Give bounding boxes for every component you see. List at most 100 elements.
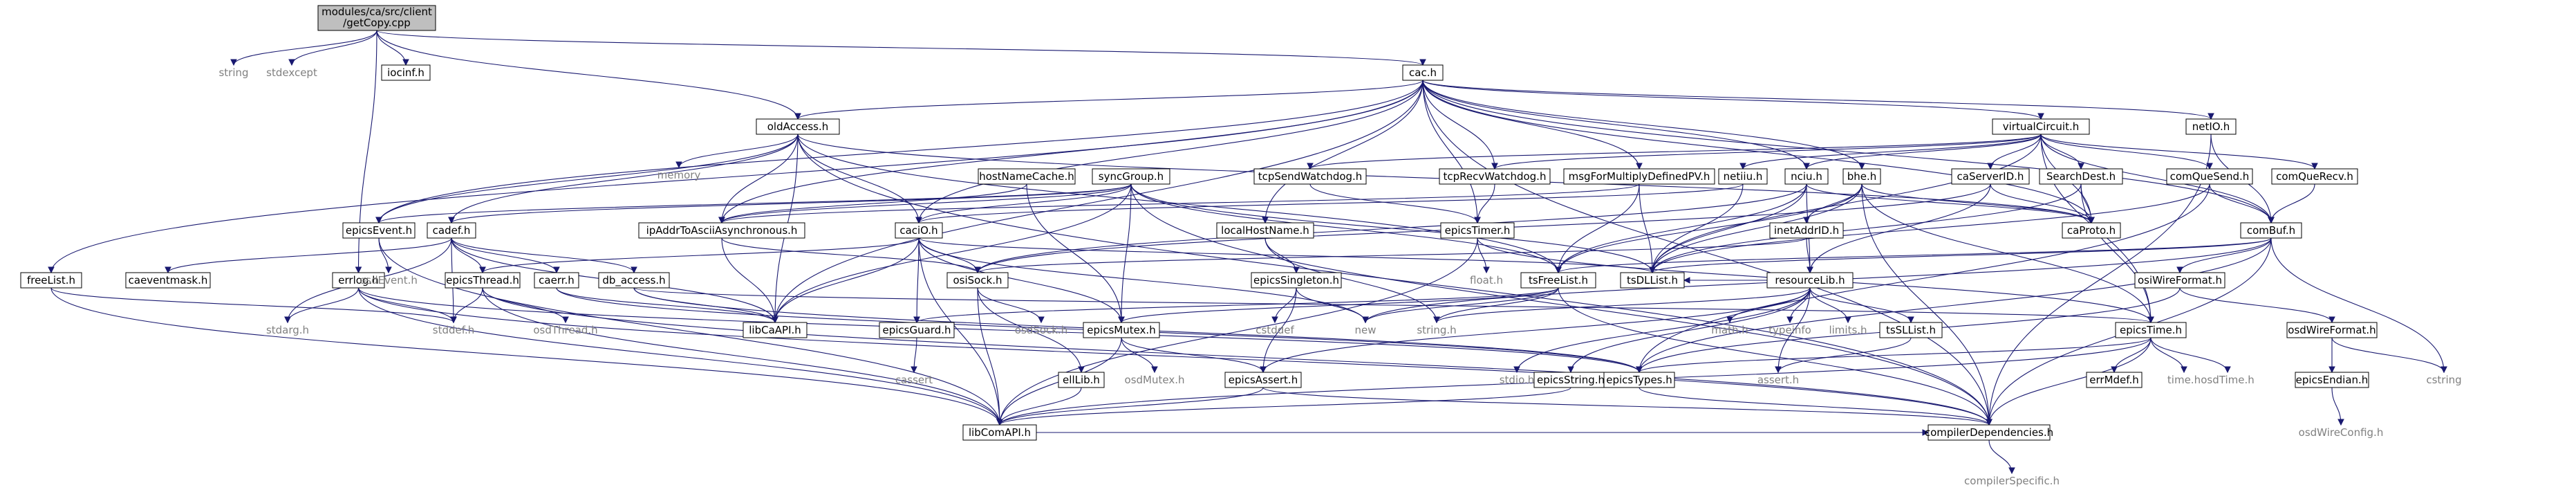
node-caciO[interactable]: caciO.h — [895, 222, 943, 239]
dependency-edge — [1121, 287, 1559, 323]
node-libComAPI[interactable]: libComAPI.h — [962, 424, 1037, 441]
dependency-edge — [916, 237, 920, 323]
node-epicsGuard[interactable]: epicsGuard.h — [879, 322, 955, 338]
dependency-edge — [1262, 287, 1811, 373]
node-label: comQueRecv.h — [2276, 170, 2353, 183]
node-libCaAPI[interactable]: libCaAPI.h — [743, 322, 808, 338]
node-tcpRecvWatchdog[interactable]: tcpRecvWatchdog.h — [1439, 168, 1551, 185]
dependency-edge — [977, 237, 1807, 273]
node-cadef[interactable]: cadef.h — [427, 222, 476, 239]
node-epicsString[interactable]: epicsString.h — [1533, 372, 1608, 388]
dependency-edge — [797, 134, 1990, 426]
node-osdEvent: osdEvent.h — [360, 274, 418, 286]
node-box — [1216, 222, 1314, 239]
node-caeventmask[interactable]: caeventmask.h — [125, 272, 211, 289]
node-label: epicsEndian.h — [2296, 374, 2369, 386]
dependency-edge — [482, 237, 920, 273]
node-comBuf[interactable]: comBuf.h — [2240, 222, 2302, 239]
node-epicsMutex[interactable]: epicsMutex.h — [1083, 322, 1160, 338]
node-tsFreeList[interactable]: tsFreeList.h — [1520, 272, 1596, 289]
dependency-edge — [1436, 287, 1559, 323]
node-box — [20, 272, 82, 289]
node-iocinf[interactable]: iocinf.h — [381, 64, 431, 81]
node-stddef: stddef.h — [433, 324, 474, 336]
node-errMdef[interactable]: errMdef.h — [2086, 372, 2143, 388]
edge-arrowhead — [1271, 316, 1278, 324]
node-localHostName[interactable]: localHostName.h — [1216, 222, 1314, 239]
dependency-edge — [721, 183, 1640, 224]
node-caProto[interactable]: caProto.h — [2062, 222, 2121, 239]
dependency-edge — [1264, 80, 1424, 224]
node-osiSock[interactable]: osiSock.h — [946, 272, 1009, 289]
node-epicsThread[interactable]: epicsThread.h — [445, 272, 521, 289]
dependency-edge — [451, 237, 635, 273]
node-netIO[interactable]: netIO.h — [2185, 118, 2237, 135]
dependency-edge — [233, 30, 377, 66]
node-label: SearchDest.h — [2046, 170, 2116, 183]
node-virtualCircuit[interactable]: virtualCircuit.h — [1992, 118, 2090, 135]
dependency-edge — [721, 237, 978, 273]
node-compilerDependencies[interactable]: compilerDependencies.h — [1925, 424, 2053, 441]
node-osiWireFormat[interactable]: osiWireFormat.h — [2134, 272, 2225, 289]
node-box — [2286, 322, 2378, 338]
node-osdWireFormat[interactable]: osdWireFormat.h — [2286, 322, 2378, 338]
node-netiiu[interactable]: netiiu.h — [1718, 168, 1768, 185]
dependency-edge — [1422, 80, 1990, 426]
node-nciu[interactable]: nciu.h — [1784, 168, 1829, 185]
dependency-edge — [1990, 183, 2092, 224]
node-gAddr[interactable]: ipAddrToAsciiAsynchronous.h — [638, 222, 805, 239]
node-osdThread: osdThread.h — [533, 324, 597, 336]
dependency-edge — [2179, 287, 2333, 323]
node-box — [332, 272, 385, 289]
node-getcopy[interactable]: modules/ca/src/client/getCopy.cpp — [317, 5, 436, 31]
node-oldAccess[interactable]: oldAccess.h — [756, 118, 840, 135]
node-SearchDest[interactable]: SearchDest.h — [2039, 168, 2123, 185]
edge-arrowhead — [48, 266, 55, 274]
node-epicsTypes[interactable]: epicsTypes.h — [1603, 372, 1675, 388]
node-label: resourceLib.h — [1775, 274, 1845, 286]
edge-arrowhead — [1803, 163, 1810, 170]
node-tsSLList[interactable]: tsSLList.h — [1879, 322, 1943, 338]
node-caerr[interactable]: caerr.h — [534, 272, 579, 289]
dependency-edge — [774, 183, 1132, 323]
node-epicsEndian[interactable]: epicsEndian.h — [2295, 372, 2369, 388]
node-freeList[interactable]: freeList.h — [20, 272, 82, 289]
node-epicsTime[interactable]: epicsTime.h — [2115, 322, 2187, 338]
node-hostNameCache[interactable]: hostNameCache.h — [978, 168, 1076, 185]
dependency-edge — [1806, 183, 2092, 224]
node-box — [2185, 118, 2237, 135]
dependency-edge — [2270, 183, 2315, 224]
node-db_access[interactable]: db_access.h — [598, 272, 670, 289]
node-msgForMultiplyDefinedPV[interactable]: msgForMultiplyDefinedPV.h — [1563, 168, 1715, 185]
edge-arrowhead — [1419, 59, 1426, 66]
node-cac[interactable]: cac.h — [1402, 64, 1444, 81]
dependency-edge — [376, 30, 407, 66]
node-osdSock: osdSock.h — [1015, 324, 1067, 336]
edge-arrowhead — [1513, 366, 1520, 374]
node-epicsSingleton[interactable]: epicsSingleton.h — [1251, 272, 1342, 289]
node-comQueRecv[interactable]: comQueRecv.h — [2271, 168, 2358, 185]
node-epicsAssert[interactable]: epicsAssert.h — [1224, 372, 1302, 388]
node-bhe[interactable]: bhe.h — [1842, 168, 1881, 185]
node-epicsEvent[interactable]: epicsEvent.h — [342, 222, 416, 239]
node-label: cadef.h — [433, 224, 471, 237]
node-label: memory — [657, 169, 701, 181]
edge-arrowhead — [1118, 316, 1125, 324]
node-label: epicsThread.h — [446, 274, 519, 286]
node-comQueSend[interactable]: comQueSend.h — [2166, 168, 2253, 185]
edge-arrowhead — [1078, 366, 1085, 374]
node-tsDLList[interactable]: tsDLList.h — [1620, 272, 1685, 289]
node-inetAddrID[interactable]: inetAddrID.h — [1769, 222, 1844, 239]
node-errlog[interactable]: errlog.h — [332, 272, 385, 289]
node-label: epicsEvent.h — [346, 224, 412, 237]
node-ellLib[interactable]: ellLib.h — [1058, 372, 1105, 388]
node-resourceLib[interactable]: resourceLib.h — [1766, 272, 1854, 289]
dependency-edge — [1130, 183, 1990, 426]
node-epicsTimer[interactable]: epicsTimer.h — [1440, 222, 1515, 239]
node-tcpSendWatchdog[interactable]: tcpSendWatchdog.h — [1253, 168, 1367, 185]
node-caServerID[interactable]: caServerID.h — [1951, 168, 2030, 185]
edge-arrowhead — [794, 113, 801, 120]
edge-arrowhead — [2328, 316, 2335, 324]
node-syncGroup[interactable]: syncGroup.h — [1092, 168, 1170, 185]
